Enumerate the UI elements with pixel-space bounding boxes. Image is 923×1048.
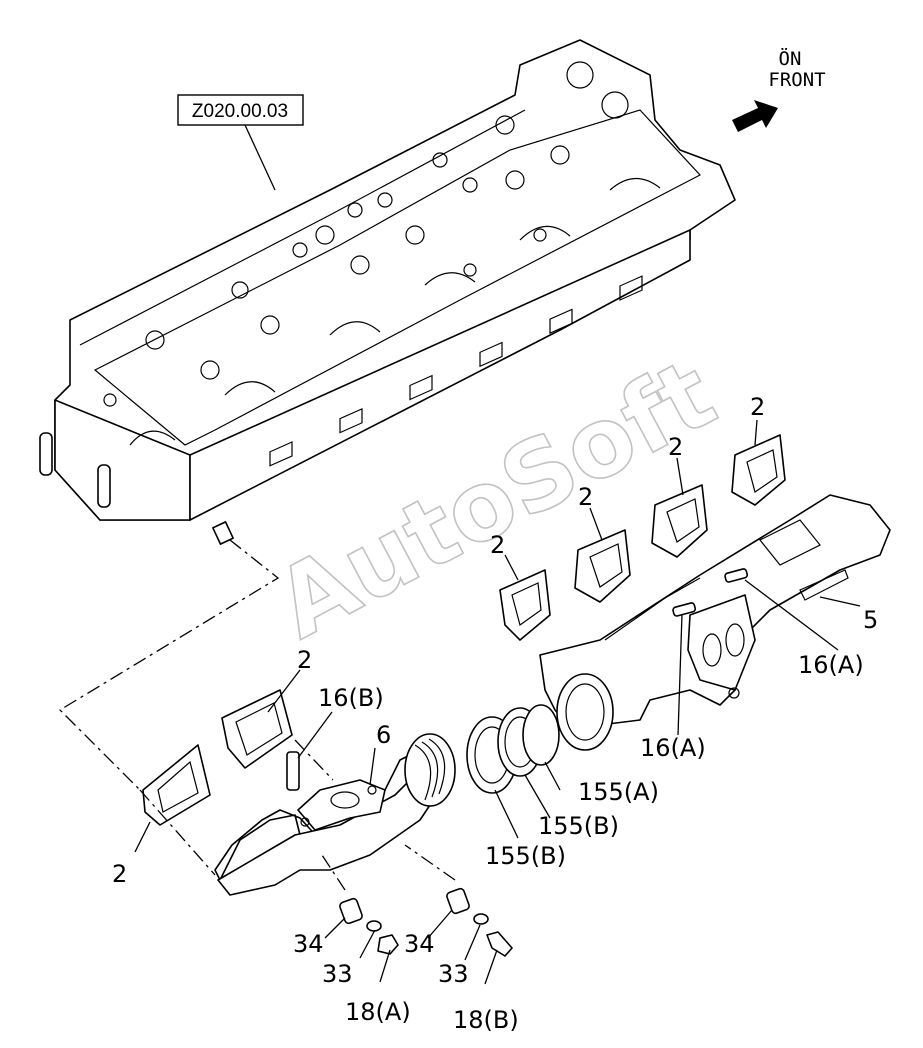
reference-code: Z020.00.03	[192, 101, 288, 122]
callout-2: 2	[112, 860, 127, 888]
callout-155b: 155(B)	[485, 842, 566, 870]
exhaust-manifold-front	[214, 733, 456, 896]
front-label-line1: ÖN	[779, 47, 802, 70]
callout-33: 33	[322, 960, 353, 988]
callout-2: 2	[297, 646, 312, 674]
callout-155b: 155(B)	[538, 812, 619, 840]
callout-2: 2	[668, 433, 683, 461]
callout-16b: 16(B)	[318, 684, 384, 712]
leader-lines	[134, 419, 861, 985]
gaskets-lower	[142, 689, 293, 826]
front-indicator: ÖN FRONT	[732, 47, 826, 132]
callout-16a: 16(A)	[640, 734, 706, 762]
callout-6: 6	[376, 721, 391, 749]
cylinder-head	[39, 39, 736, 545]
callout-2: 2	[490, 531, 505, 559]
callout-34: 34	[293, 930, 324, 958]
assembly-lines	[58, 539, 456, 891]
front-label-line2: FRONT	[768, 69, 825, 91]
reference-box: Z020.00.03	[177, 94, 304, 191]
callout-2: 2	[750, 393, 765, 421]
callout-18a: 18(A)	[345, 998, 411, 1026]
callout-34: 34	[404, 930, 435, 958]
gaskets-upper	[499, 434, 786, 641]
callout-labels: 2 2 2 2 2 2 5 6 16(A) 16(A) 16(B) 155(A)…	[112, 393, 878, 1034]
fasteners	[339, 887, 513, 957]
seal-rings	[466, 704, 560, 794]
callout-16a: 16(A)	[798, 651, 864, 679]
callout-18b: 18(B)	[453, 1006, 519, 1034]
callout-155a: 155(A)	[578, 778, 659, 806]
callout-2: 2	[578, 483, 593, 511]
callout-33: 33	[438, 960, 469, 988]
callout-5: 5	[863, 606, 878, 634]
front-arrow-icon	[732, 100, 778, 132]
exhaust-manifold-rear	[539, 494, 891, 751]
